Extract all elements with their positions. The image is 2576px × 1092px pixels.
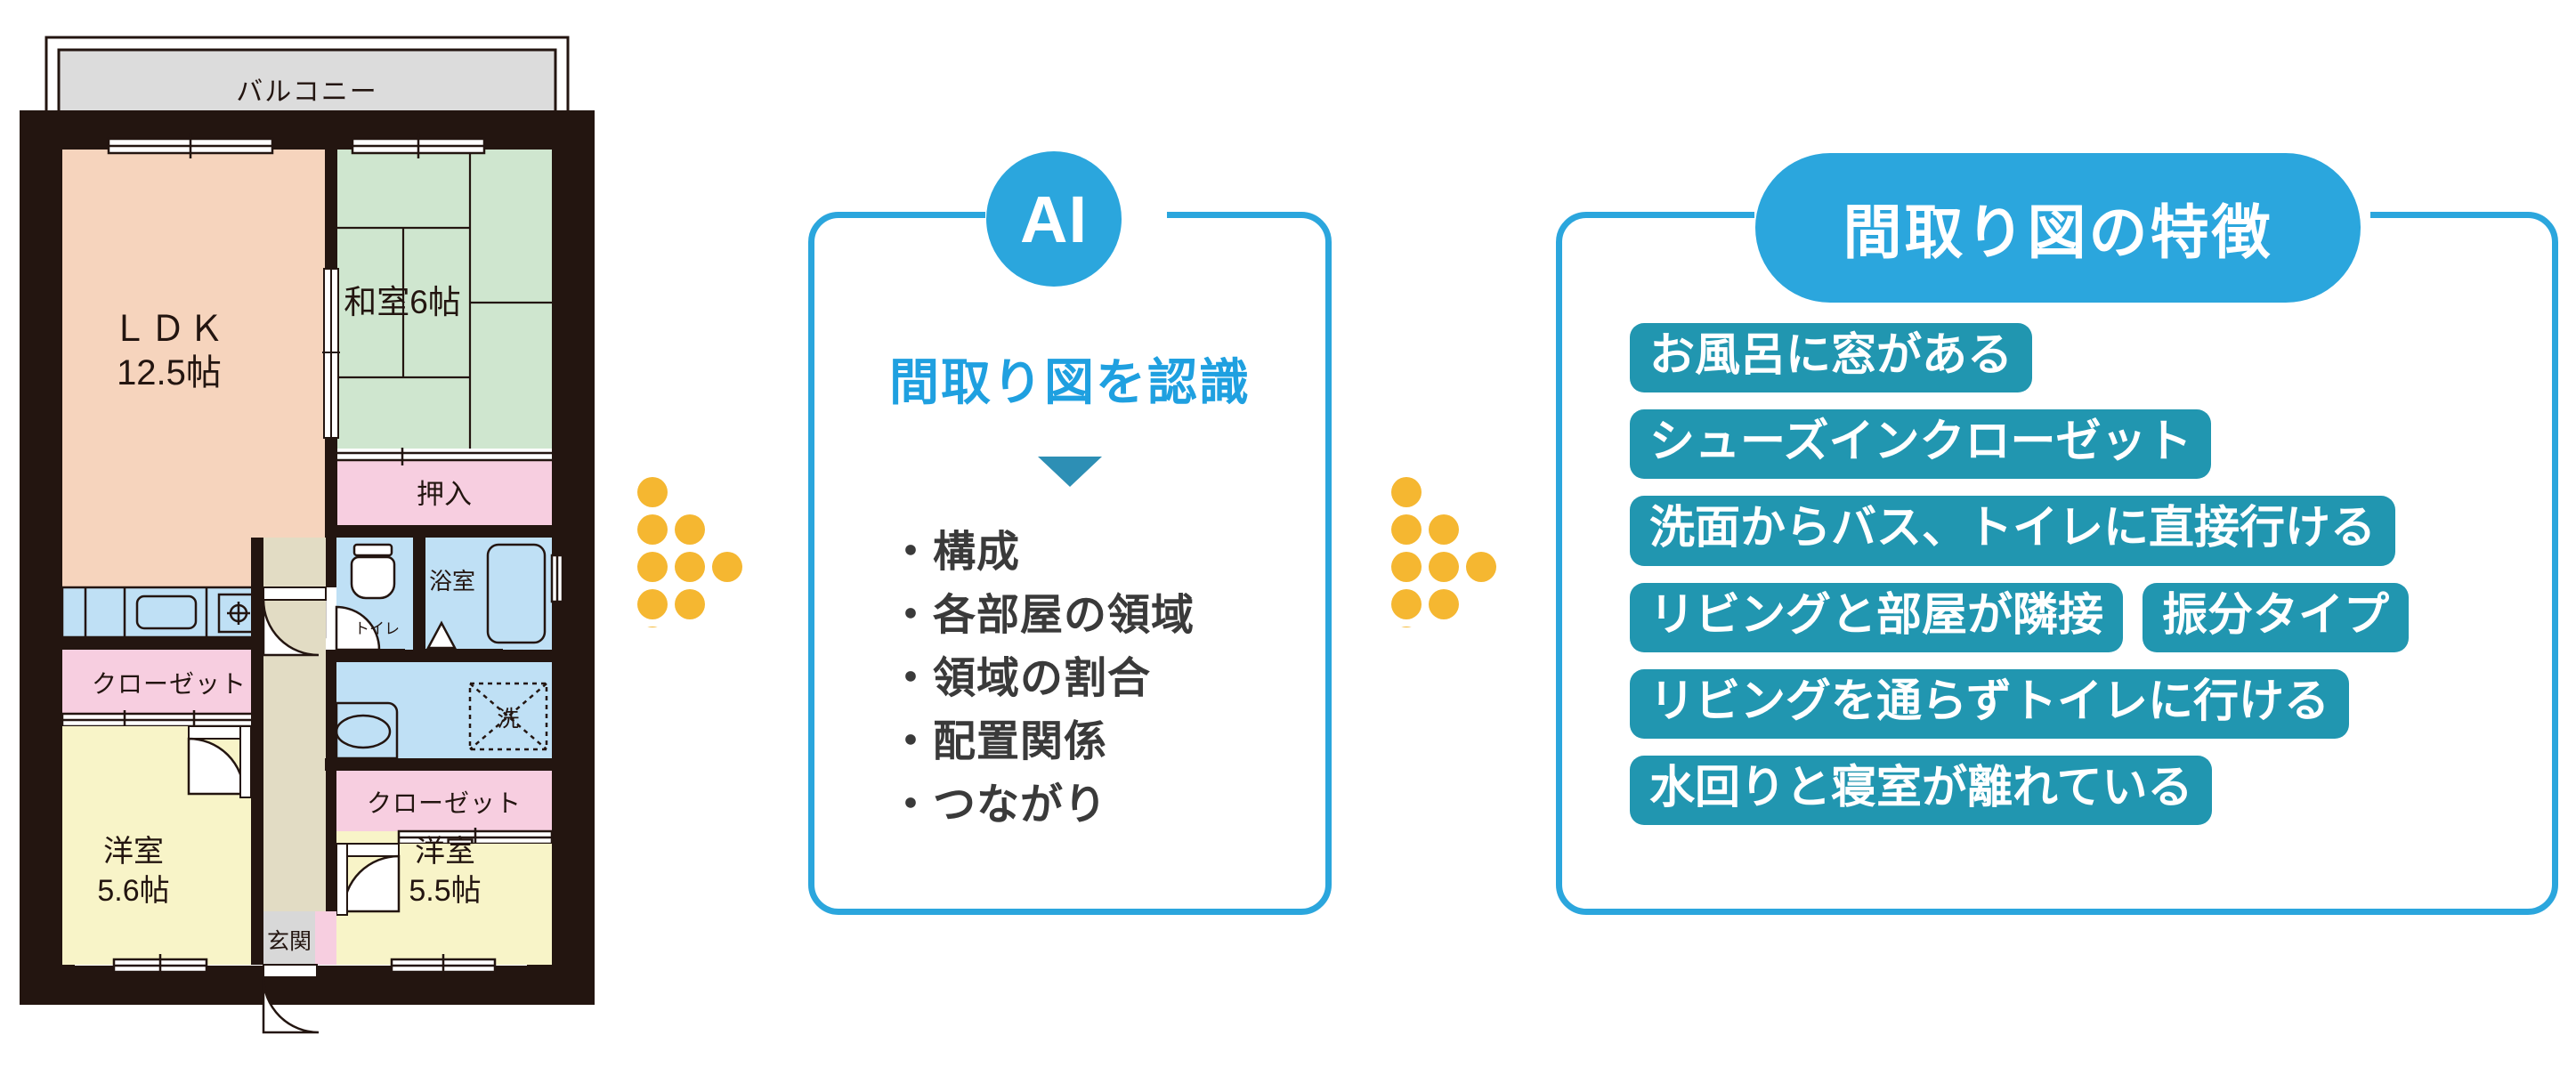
svg-text:クローゼット: クローゼット [367,789,522,817]
ai-list-item: ・各部屋の領域 [889,592,1195,640]
feature-row: シューズインクローゼット [1630,409,2516,480]
ai-recognition-panel: 間取り図を認識 ・構成 ・各部屋の領域 ・領域の割合 ・配置関係 ・つながり [808,209,1332,915]
feature-row: 水回りと寝室が離れている [1630,755,2516,826]
ai-output-list: ・構成 ・各部屋の領域 ・領域の割合 ・配置関係 ・つながり [889,521,1195,837]
dot-arrow-connector-2 [1390,476,1506,657]
feature-tag: リビングを通らずトイレに行ける [1630,668,2349,739]
closet-left-label: クローゼット [92,670,247,698]
room-right-size: 5.5帖 [409,874,481,908]
ai-badge: AI [986,151,1122,287]
bath-label: 浴室 [429,568,475,595]
features-panel: お風呂に窓がある シューズインクローゼット 洗面からバス、トイレに直接行ける リ… [1556,209,2558,915]
ai-list-item: ・構成 [889,529,1021,576]
room-left-name: 洋室 [103,835,164,869]
feature-tag: 洗面からバス、トイレに直接行ける [1630,496,2396,566]
dot-arrow-connector-1 [636,476,752,657]
feature-row: 洗面からバス、トイレに直接行ける [1630,496,2516,566]
washitsu-label: 和室6帖 [344,284,461,320]
features-tag-list: お風呂に窓がある シューズインクローゼット 洗面からバス、トイレに直接行ける リ… [1630,323,2516,842]
feature-tag: リビングと部屋が隣接 [1630,582,2124,652]
svg-text:洗: 洗 [497,707,519,732]
ai-list-item: ・つながり [889,781,1108,829]
features-badge: 間取り図の特徴 [1755,153,2361,303]
entrance-label: 玄関 [267,929,312,954]
room-right-name: 洋室 [415,835,475,869]
feature-row: リビングを通らずトイレに行ける [1630,668,2516,739]
ldk-size: 12.5帖 [117,353,222,392]
feature-tag: お風呂に窓がある [1630,323,2033,393]
feature-tag: 水回りと寝室が離れている [1630,755,2213,826]
ai-list-item: ・配置関係 [889,718,1108,766]
feature-row: リビングと部屋が隣接 振分タイプ [1630,582,2516,652]
ldk-name: ＬＤＫ [112,310,227,349]
feature-tag: シューズインクローゼット [1630,409,2212,480]
feature-row: お風呂に窓がある [1630,323,2516,393]
oshiire-label: 押入 [417,479,472,510]
down-arrow-icon [1038,457,1102,487]
room-left-size: 5.6帖 [97,874,169,908]
balcony-label: バルコニー [236,77,377,107]
ai-panel-title: 間取り図を認識 [889,354,1251,410]
toilet-label: トイレ [354,620,400,637]
floorplan-diagram: ＬＤＫ 12.5帖 和室6帖 押入 [0,0,623,1092]
ai-list-item: ・領域の割合 [889,655,1152,703]
feature-tag: 振分タイプ [2143,582,2410,652]
